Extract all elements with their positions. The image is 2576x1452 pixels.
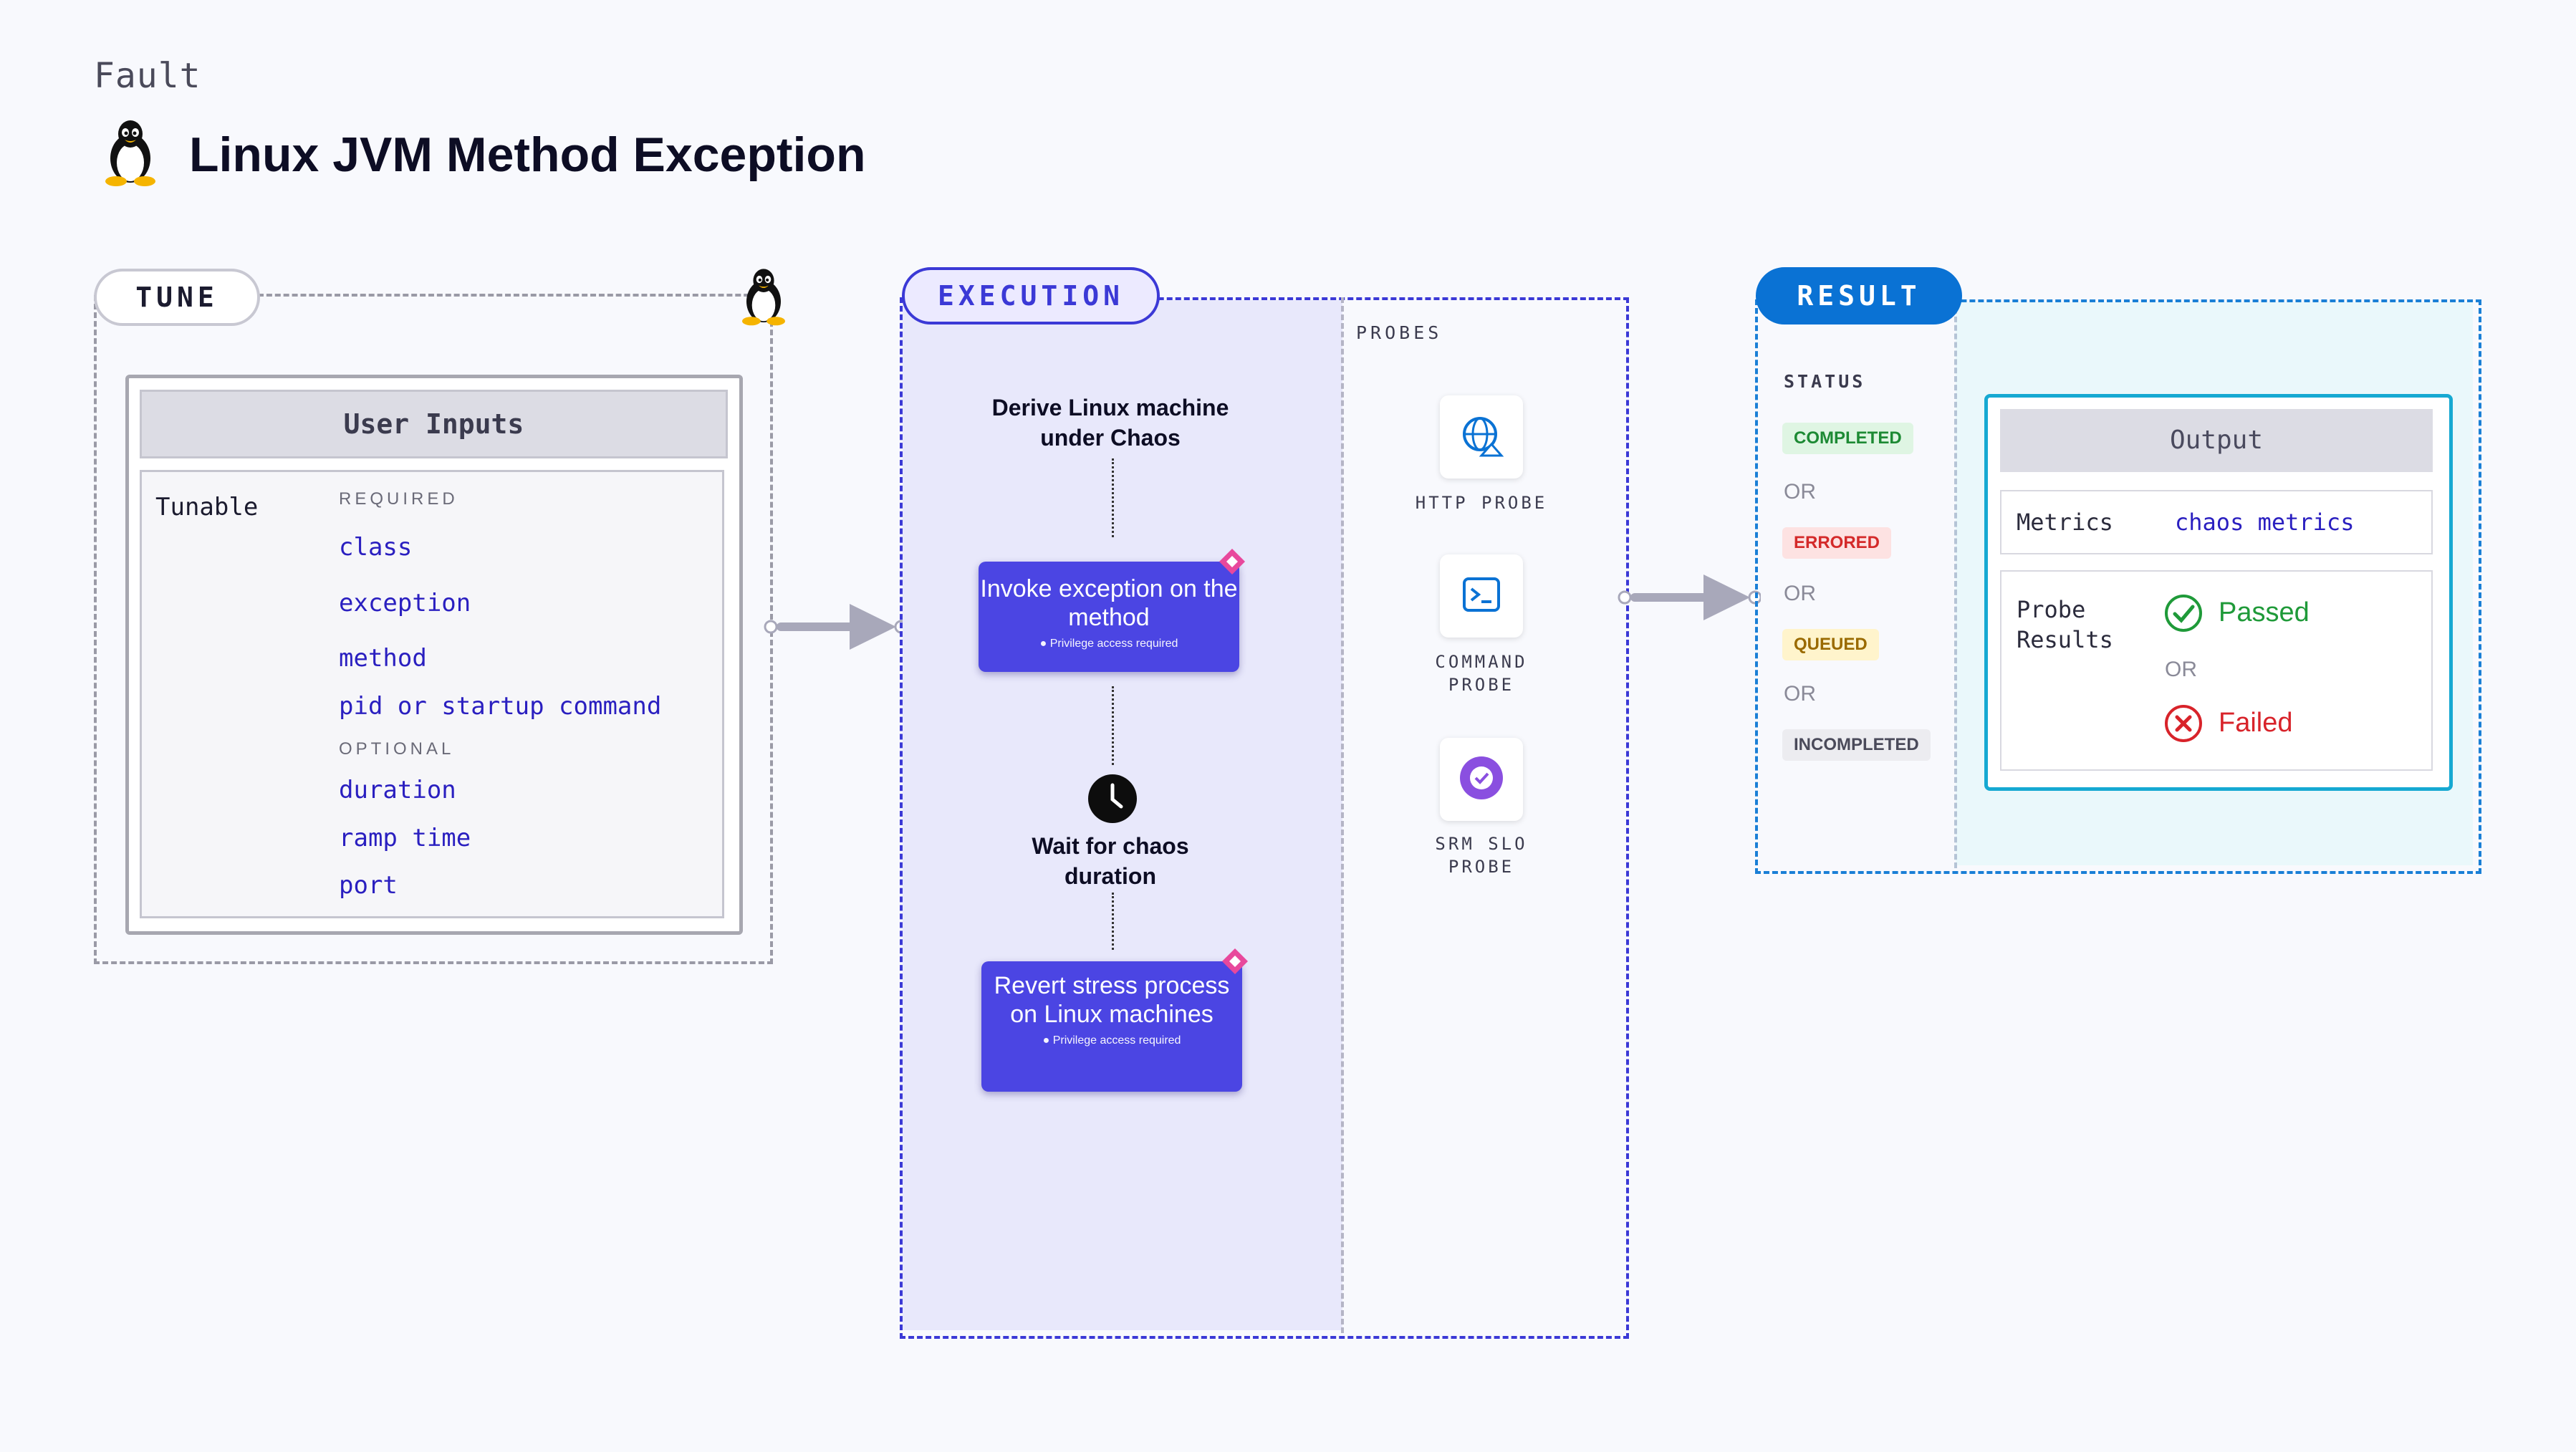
or-text: OR <box>2165 658 2197 681</box>
privilege-note: ● Privilege access required <box>1042 1034 1181 1047</box>
step-revert-stress: Revert stress process on Linux machines … <box>981 961 1242 1092</box>
tune-pill: TUNE <box>94 269 260 326</box>
status-incompleted-badge: INCOMPLETED <box>1782 729 1931 761</box>
arrow-tune-to-execution <box>764 598 908 659</box>
command-probe-icon <box>1458 572 1504 621</box>
command-probe-card <box>1440 554 1523 638</box>
page-title: Linux JVM Method Exception <box>189 127 866 182</box>
connector-line <box>1112 458 1114 537</box>
param-method: method <box>339 644 427 673</box>
privilege-note: ● Privilege access required <box>1039 638 1178 650</box>
status-caption: STATUS <box>1784 371 1866 392</box>
step-invoke-exception: Invoke exception on the method ● Privile… <box>979 562 1239 672</box>
failed-x-icon <box>2163 703 2203 747</box>
metrics-row <box>2000 490 2433 554</box>
param-class: class <box>339 533 413 562</box>
lock-icon: ● <box>1042 1034 1050 1047</box>
execution-section <box>900 297 1629 1339</box>
status-completed-badge: COMPLETED <box>1782 423 1913 454</box>
probe-results-label: Probe Results <box>2017 596 2113 653</box>
srm-slo-probe-card <box>1440 738 1523 821</box>
result-pill: RESULT <box>1756 267 1962 324</box>
arrow-execution-to-result <box>1618 569 1762 630</box>
or-text: OR <box>1784 682 1816 706</box>
or-text: OR <box>1784 480 1816 504</box>
output-title: Output <box>2000 409 2433 472</box>
metrics-label: Metrics <box>2017 509 2113 536</box>
param-pid-or-startup-command: pid or startup command <box>339 692 662 721</box>
connector-line <box>1112 893 1114 950</box>
srm-slo-probe-label: SRM SLO PROBE <box>1435 834 1528 877</box>
tunable-label: Tunable <box>155 493 259 521</box>
result-section <box>1755 299 2481 874</box>
chaos-badge-icon <box>1221 947 1249 979</box>
http-probe-icon <box>1458 413 1504 462</box>
http-probe-card <box>1440 395 1523 479</box>
execution-pill: EXECUTION <box>902 267 1160 324</box>
linux-penguin-icon <box>738 266 789 330</box>
param-exception: exception <box>339 589 471 617</box>
connector-line <box>1112 686 1114 765</box>
optional-caption: OPTIONAL <box>339 739 455 759</box>
param-port: port <box>339 871 398 900</box>
passed-text: Passed <box>2219 597 2310 628</box>
param-ramp-time: ramp time <box>339 824 471 852</box>
tune-frame-top <box>258 294 766 297</box>
status-errored-badge: ERRORED <box>1782 527 1892 559</box>
user-inputs-title: User Inputs <box>140 390 728 458</box>
fault-label: Fault <box>94 56 201 96</box>
result-divider <box>1954 299 1957 868</box>
lock-icon: ● <box>1039 638 1047 650</box>
srm-slo-probe-icon <box>1456 752 1507 807</box>
execution-probes-divider <box>1341 297 1344 1333</box>
param-duration: duration <box>339 776 456 804</box>
step-invoke-exception-title: Invoke exception on the method <box>980 575 1238 631</box>
metrics-value: chaos metrics <box>2175 509 2355 536</box>
command-probe-label: COMMAND PROBE <box>1435 652 1528 695</box>
page-title-row: Linux JVM Method Exception <box>100 118 866 191</box>
passed-check-icon <box>2163 593 2203 637</box>
linux-penguin-icon <box>100 118 160 191</box>
probes-caption: PROBES <box>1356 322 1443 343</box>
chaos-badge-icon <box>1218 547 1246 580</box>
step-revert-stress-title: Revert stress process on Linux machines <box>994 972 1230 1028</box>
failed-text: Failed <box>2219 708 2293 738</box>
required-caption: REQUIRED <box>339 489 458 509</box>
step-derive-machine: Derive Linux machine under Chaos <box>991 395 1229 451</box>
or-text: OR <box>1784 582 1816 605</box>
user-inputs-body <box>140 470 724 918</box>
clock-icon <box>1087 774 1138 827</box>
status-queued-badge: QUEUED <box>1782 629 1879 660</box>
step-wait-duration: Wait for chaos duration <box>1032 833 1189 889</box>
probe-results-row <box>2000 570 2433 771</box>
http-probe-label: HTTP PROBE <box>1415 493 1548 513</box>
